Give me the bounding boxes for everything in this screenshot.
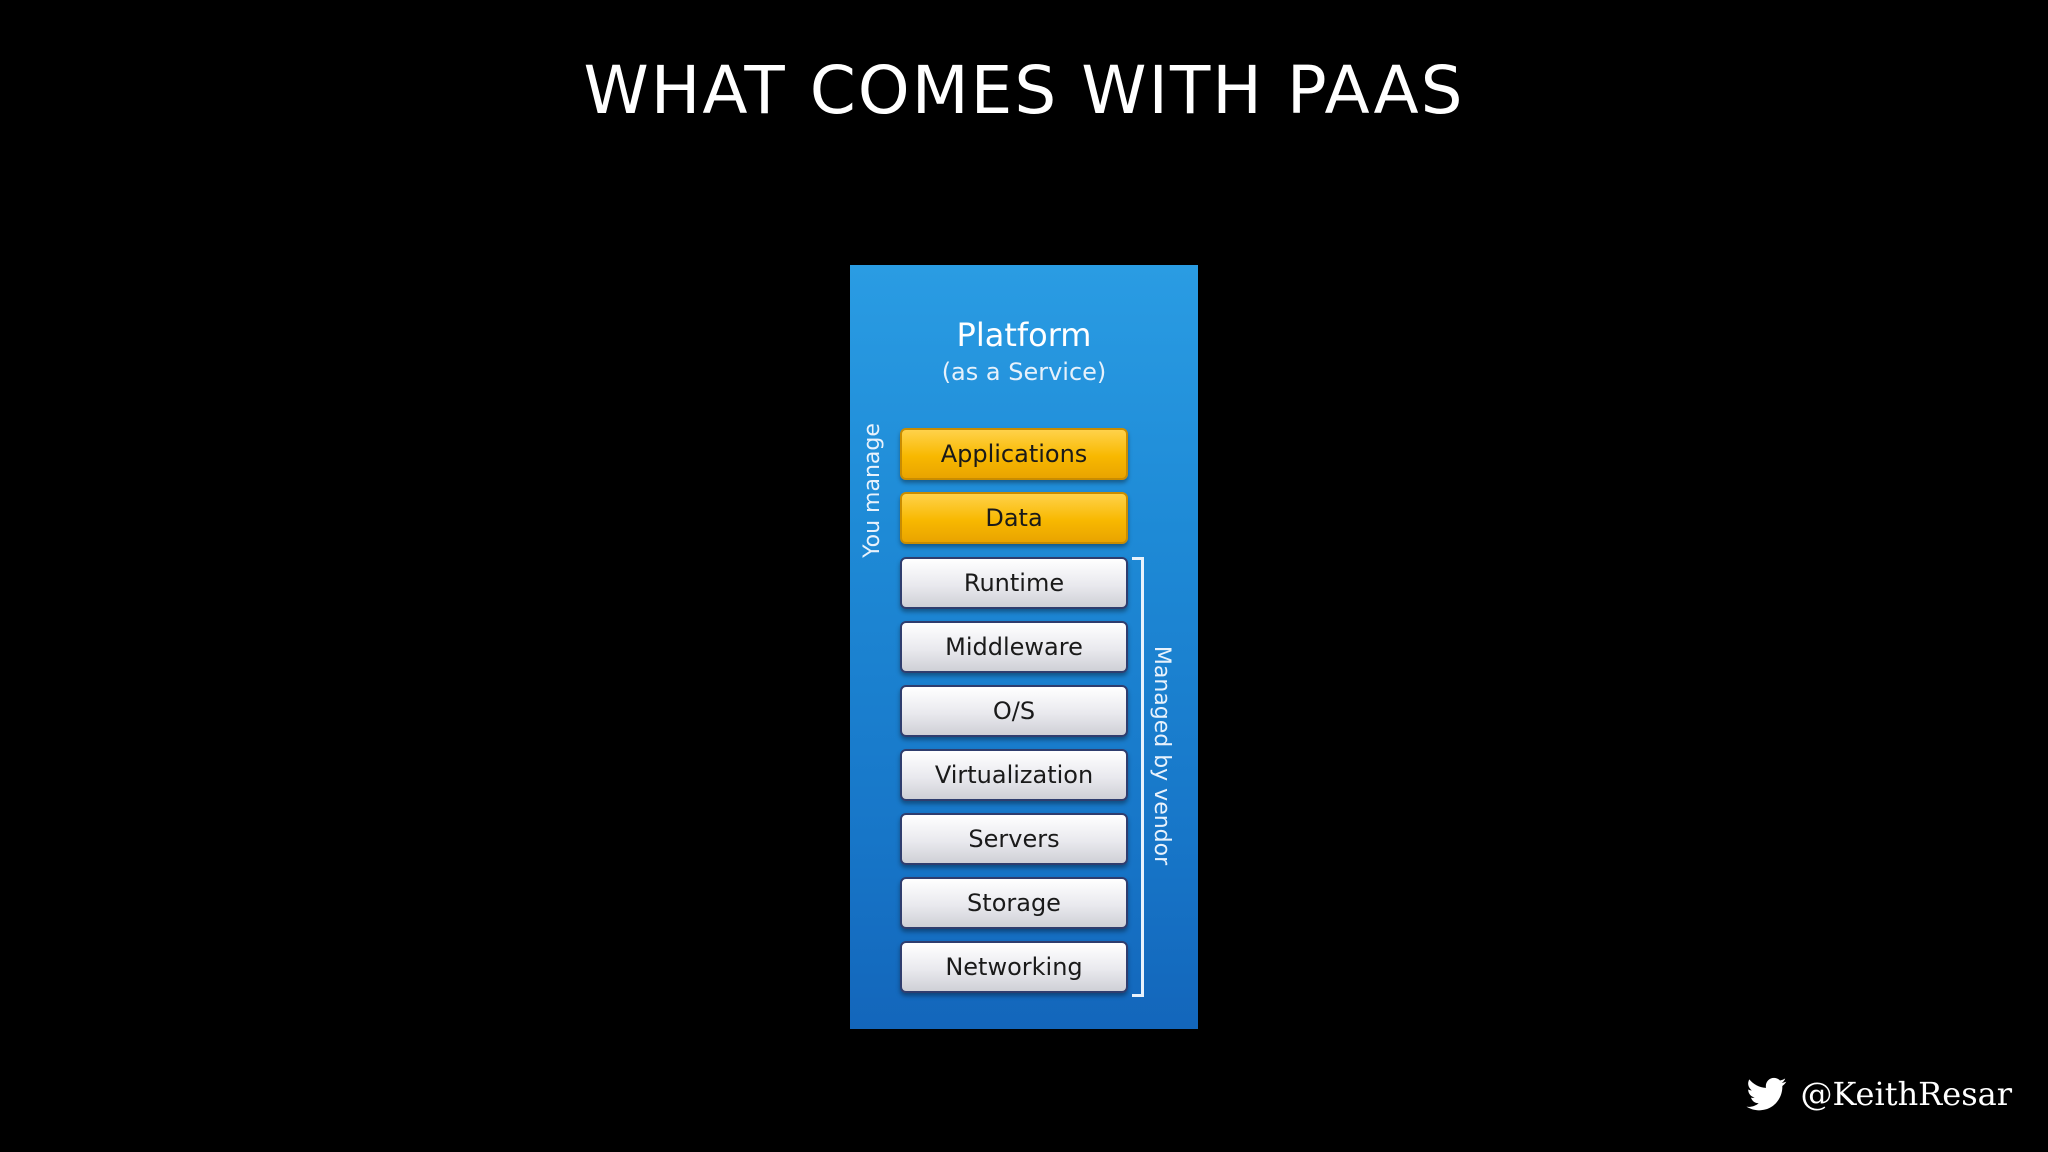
handle-text: @KeithResar <box>1800 1075 2012 1113</box>
layer-data: Data <box>900 492 1128 544</box>
you-manage-label: You manage <box>859 422 885 558</box>
layer-middleware: Middleware <box>900 621 1128 673</box>
slide-title: WHAT COMES WITH PAAS <box>583 52 1465 129</box>
diagram-title: Platform <box>956 316 1092 354</box>
vendor-bracket <box>1132 557 1144 997</box>
layer-servers: Servers <box>900 813 1128 865</box>
layer-applications: Applications <box>900 428 1128 480</box>
you-manage-label-container: You manage <box>852 413 892 567</box>
paas-diagram: Platform (as a Service) You manage Appli… <box>850 265 1198 1029</box>
layer-runtime: Runtime <box>900 557 1128 609</box>
layer-os: O/S <box>900 685 1128 737</box>
managed-by-vendor-label-container: Managed by vendor <box>1142 635 1182 875</box>
managed-by-vendor-label: Managed by vendor <box>1149 645 1175 865</box>
twitter-handle: @KeithResar <box>1744 1074 2012 1114</box>
layer-storage: Storage <box>900 877 1128 929</box>
diagram-subtitle: (as a Service) <box>941 358 1107 386</box>
twitter-bird-icon <box>1746 1077 1787 1111</box>
layer-virtualization: Virtualization <box>900 749 1128 801</box>
layer-networking: Networking <box>900 941 1128 993</box>
